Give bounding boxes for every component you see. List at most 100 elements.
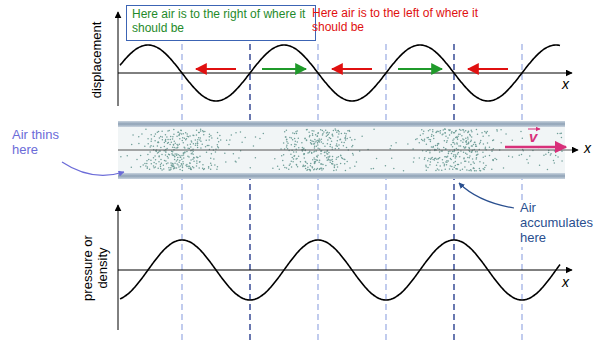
air-particle	[176, 135, 178, 137]
air-particle	[451, 166, 453, 168]
air-particle	[155, 166, 157, 168]
air-particle	[347, 130, 349, 132]
air-particle	[202, 130, 204, 132]
air-particle	[340, 139, 342, 141]
air-particle	[430, 157, 432, 159]
air-particle	[177, 154, 179, 156]
air-particle	[457, 164, 459, 166]
air-particle	[296, 164, 298, 166]
air-particle	[326, 157, 328, 159]
air-particle	[468, 143, 470, 145]
air-particle	[184, 147, 186, 149]
air-particle	[231, 134, 233, 136]
air-particle	[214, 164, 216, 166]
air-particle	[444, 132, 446, 134]
air-particle	[476, 155, 478, 157]
air-particle	[352, 153, 354, 155]
axis-title: displacement	[90, 22, 105, 99]
air-particle	[154, 140, 156, 142]
air-particle	[327, 143, 329, 145]
air-particle	[217, 144, 219, 146]
air-particle	[431, 146, 433, 148]
air-particle	[166, 136, 168, 138]
air-particle	[140, 166, 142, 168]
air-particle	[291, 160, 293, 162]
air-particle	[157, 142, 159, 144]
air-particle	[424, 138, 426, 140]
air-particle	[469, 155, 471, 157]
air-particle	[482, 136, 484, 138]
air-particle	[289, 137, 291, 139]
air-particle	[193, 157, 195, 159]
air-particle	[462, 138, 464, 140]
air-particle	[476, 151, 478, 153]
air-particle	[282, 160, 284, 162]
air-particle	[255, 157, 256, 159]
air-particle	[322, 143, 324, 145]
axis-title: pressure or density	[81, 228, 111, 308]
air-particle	[165, 151, 167, 153]
air-particle	[315, 161, 317, 163]
air-particle	[165, 141, 167, 143]
air-particle	[145, 165, 147, 167]
air-particle	[557, 156, 559, 158]
air-particle	[235, 161, 237, 163]
air-particle	[345, 170, 347, 172]
air-particle	[327, 139, 329, 141]
air-particle	[327, 153, 329, 155]
dashed-guides	[182, 44, 522, 341]
air-particle	[192, 150, 194, 152]
air-particle	[431, 134, 433, 136]
air-particle	[150, 160, 152, 162]
air-particle	[304, 157, 306, 159]
air-particle	[322, 164, 324, 166]
air-particle	[155, 133, 157, 135]
air-particle	[413, 157, 415, 159]
air-particle	[147, 166, 149, 168]
air-particle	[179, 155, 181, 157]
air-particle	[323, 131, 325, 133]
air-particle	[407, 143, 409, 145]
air-particle	[462, 168, 464, 170]
air-particle	[215, 151, 217, 153]
air-particle	[149, 151, 151, 153]
air-particle	[187, 147, 189, 149]
air-particle	[291, 144, 293, 146]
air-particle	[211, 153, 213, 155]
air-particle	[310, 142, 312, 144]
air-particle	[332, 161, 334, 163]
air-particle	[306, 129, 308, 131]
air-particle	[311, 143, 313, 145]
air-particle	[334, 165, 336, 167]
air-particle	[157, 141, 159, 143]
air-particle	[442, 162, 444, 164]
air-particle	[306, 129, 308, 131]
air-particle	[186, 133, 188, 135]
air-particle	[332, 163, 334, 165]
air-particle	[474, 163, 476, 165]
air-particle	[526, 159, 528, 161]
air-particle	[468, 131, 470, 133]
air-particle	[468, 143, 470, 145]
air-particle	[158, 152, 160, 154]
air-particle	[475, 170, 477, 172]
air-particle	[182, 165, 184, 167]
air-particle	[304, 138, 306, 140]
air-particle	[460, 150, 462, 152]
air-particle	[352, 154, 354, 156]
air-particle	[550, 153, 552, 155]
air-particle	[455, 130, 457, 132]
air-particle	[553, 160, 555, 162]
air-particle	[210, 135, 212, 137]
air-particle	[188, 167, 190, 169]
dashed-guide	[521, 44, 522, 341]
air-particle	[292, 132, 294, 134]
air-particle	[481, 132, 483, 134]
air-particle	[138, 143, 140, 145]
air-particle	[430, 161, 432, 163]
air-particle	[206, 151, 208, 153]
air-particle	[496, 159, 498, 161]
air-particle	[391, 145, 393, 147]
air-particle	[433, 138, 435, 140]
air-particle	[317, 142, 319, 144]
